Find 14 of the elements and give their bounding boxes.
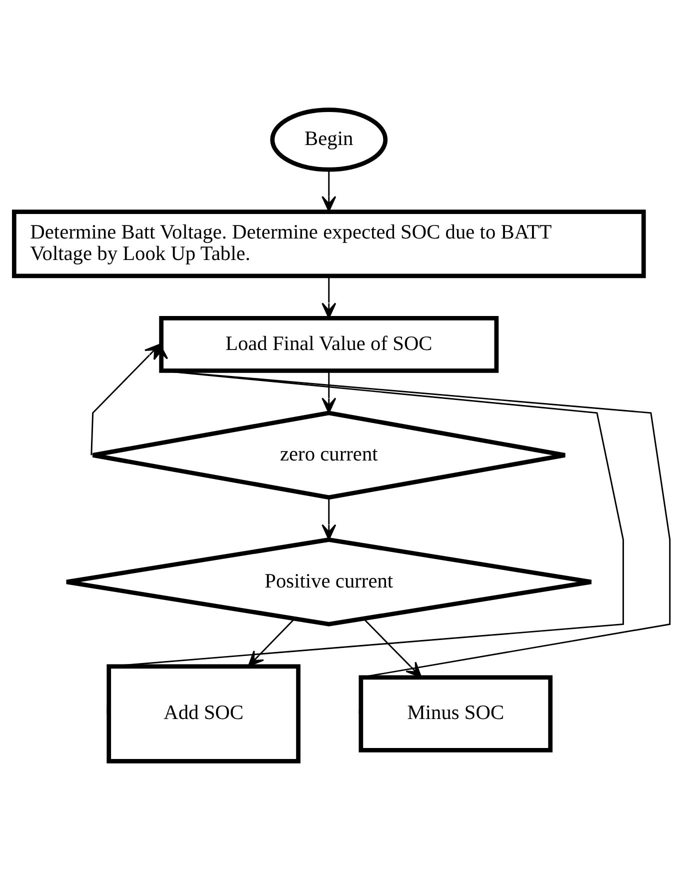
arrow	[322, 370, 336, 414]
node-box: Minus SOC	[358, 674, 553, 752]
arrow	[322, 169, 336, 212]
node-box: Load Final Value of SOC	[159, 316, 499, 372]
node-ellipse: Begin	[270, 107, 388, 172]
arrow	[322, 497, 336, 540]
node-box: Add SOC	[106, 664, 300, 763]
arrow	[322, 276, 336, 318]
node-box: Determine Batt Voltage. Determine expected SOC due to BATT Voltage by Look Up Table.	[12, 209, 646, 278]
arrow	[363, 618, 422, 678]
node-diamond: zero current	[90, 410, 568, 500]
node-diamond: Positive current	[64, 536, 594, 626]
arrow	[153, 343, 671, 714]
arrow	[248, 618, 294, 666]
